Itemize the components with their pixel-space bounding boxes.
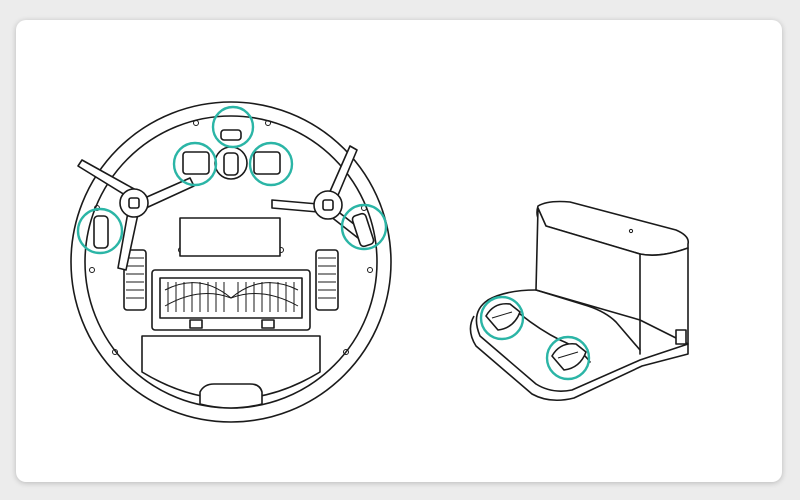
highlight-front-sensor xyxy=(211,105,255,149)
left-cliff-sensor xyxy=(182,151,210,175)
robot-highlights xyxy=(76,105,388,255)
front-cliff-sensor xyxy=(220,129,242,141)
highlight-right-cliff-sensor xyxy=(248,141,294,187)
caster-tyre xyxy=(223,152,239,176)
highlight-dock-right-contact xyxy=(545,335,591,381)
highlight-dock-left-contact xyxy=(479,295,525,341)
left-charging-contact xyxy=(93,215,109,249)
right-cliff-sensor xyxy=(253,151,281,175)
right-drive-wheel xyxy=(315,249,339,311)
highlight-right-charging-contact xyxy=(340,203,388,251)
robot-vacuum-underside xyxy=(70,101,392,423)
dustbin-cover xyxy=(179,217,281,257)
dock-left-contact xyxy=(485,302,521,331)
highlight-left-cliff-sensor xyxy=(172,141,218,187)
main-brush xyxy=(159,277,303,319)
charging-dock xyxy=(469,200,690,402)
dock-highlights xyxy=(479,295,591,381)
left-side-brush xyxy=(77,159,195,271)
dock-power-port xyxy=(675,329,687,345)
dock-base-platform xyxy=(469,289,689,402)
left-drive-wheel xyxy=(123,249,147,311)
dock-right-contact xyxy=(551,342,587,371)
robot-bumper-grip xyxy=(199,383,263,409)
highlight-left-charging-contact xyxy=(76,207,124,255)
right-charging-contact xyxy=(351,212,375,248)
